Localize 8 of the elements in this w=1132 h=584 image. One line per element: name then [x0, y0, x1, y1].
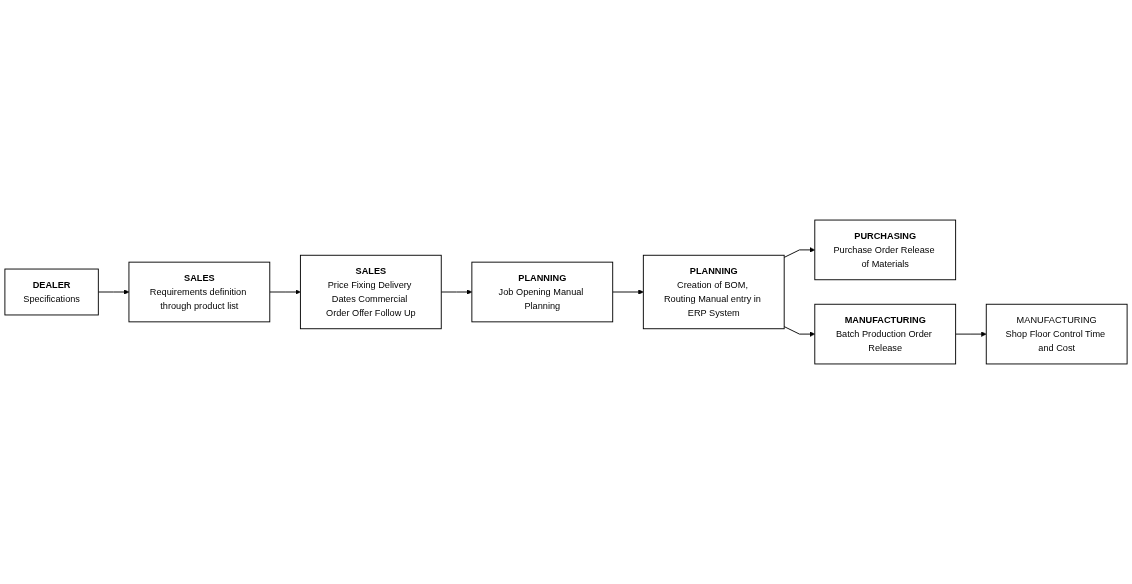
node-box: PURCHASING Purchase Order Release of Materials	[814, 219, 957, 281]
node-box: PLANNING Job Opening Manual Planning	[471, 261, 614, 323]
node-box: DEALER Specifications	[4, 268, 99, 316]
node-box: MANUFACTURING Batch Production Order Release	[814, 303, 957, 365]
node-box: MANUFACTURING Shop Floor Control Time and Cost	[985, 303, 1128, 365]
node-box: PLANNING Creation of BOM, Routing Manual entry in ERP System	[642, 254, 785, 330]
node-box: SALES Requirements definition through product list	[128, 261, 271, 323]
node-box: SALES Price Fixing Delivery Dates Commercial Order Offer Follow Up	[299, 254, 442, 330]
